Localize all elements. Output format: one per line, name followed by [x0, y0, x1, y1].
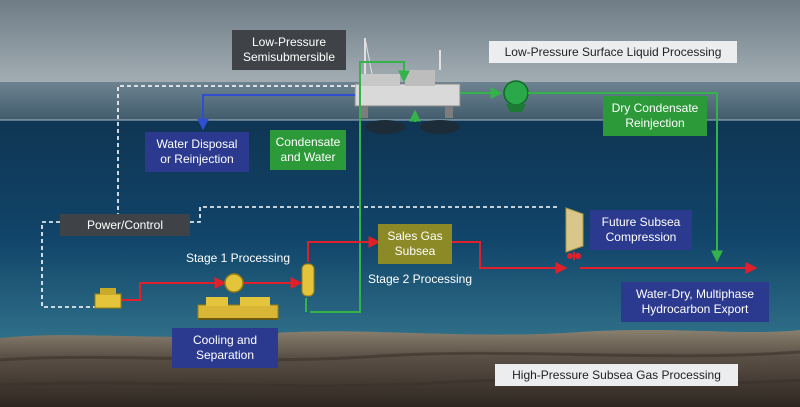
liquid-flow-lines	[305, 61, 723, 313]
hydrocarbon-export-label: Water-Dry, Multiphase Hydrocarbon Export	[621, 282, 769, 322]
surface-pump-icon	[503, 80, 529, 112]
dry-condensate-label: Dry Condensate Reinjection	[603, 96, 707, 136]
gas-flow-lines	[120, 236, 758, 301]
condensate-water-label: Condensate and Water	[270, 130, 346, 170]
surface-processing-label: Low-Pressure Surface Liquid Processing	[489, 41, 737, 63]
stage1-separator-icon	[224, 273, 244, 293]
manifold-icon	[94, 288, 122, 309]
future-compressor-icon	[565, 207, 584, 259]
semisubmersible-label: Low-Pressure Semisubmersible	[232, 30, 346, 70]
sales-gas-label: Sales Gas Subsea	[378, 224, 452, 264]
semisubmersible-icon	[354, 37, 461, 134]
subsea-processing-label: High-Pressure Subsea Gas Processing	[495, 364, 738, 386]
stage2-label: Stage 2 Processing	[367, 271, 473, 286]
cooling-separation-skid-icon	[197, 297, 279, 320]
cooling-separation-label: Cooling and Separation	[172, 328, 278, 368]
water-disposal-label: Water Disposal or Reinjection	[145, 132, 249, 172]
water-return-line	[197, 94, 355, 131]
stage2-scrubber-icon	[301, 263, 315, 297]
future-compression-label: Future Subsea Compression	[590, 210, 692, 250]
power-control-lines	[41, 85, 560, 308]
stage1-label: Stage 1 Processing	[185, 250, 291, 265]
power-control-label: Power/Control	[60, 214, 190, 236]
